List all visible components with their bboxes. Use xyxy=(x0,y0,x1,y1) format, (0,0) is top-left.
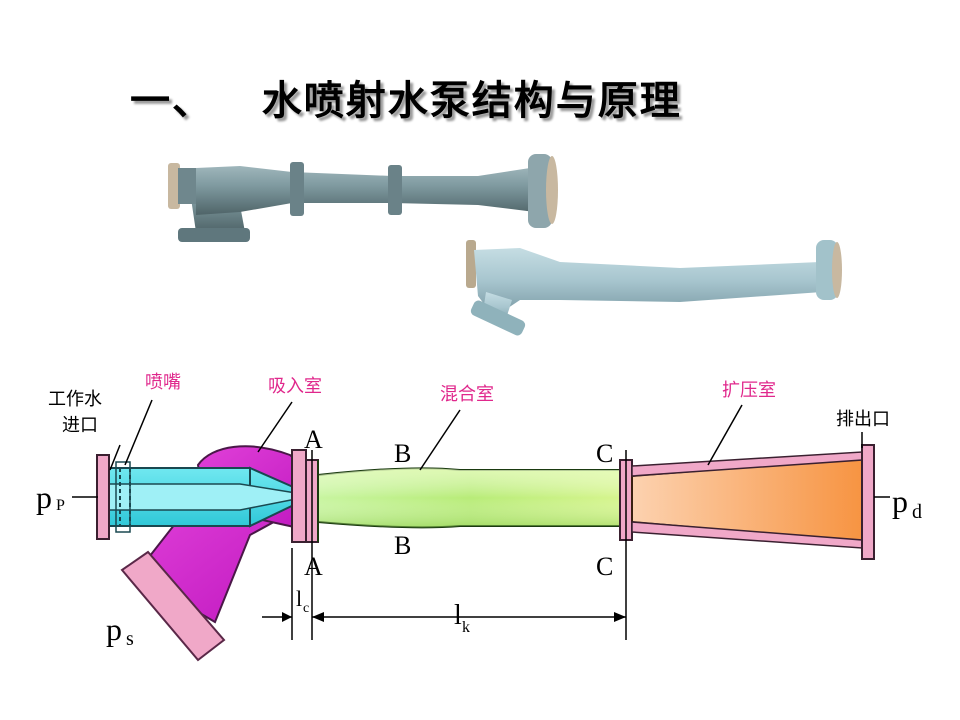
label-mixing-chamber: 混合室 xyxy=(440,384,494,405)
pump-photo-1 xyxy=(168,154,558,242)
section-c-bottom: C xyxy=(596,552,613,581)
section-c-top: C xyxy=(596,439,613,468)
label-nozzle: 喷嘴 xyxy=(145,372,181,393)
inlet-flange xyxy=(96,454,110,540)
label-working-water-line1: 工作水 xyxy=(48,389,102,410)
page-title: 一、 水喷射水泵结构与原理 xyxy=(130,78,682,124)
label-working-water-line2: 进口 xyxy=(62,415,98,436)
schematic xyxy=(72,399,890,662)
pressure-pd: p xyxy=(892,483,908,519)
label-suction-chamber: 吸入室 xyxy=(268,376,322,397)
length-lc: l xyxy=(296,586,302,611)
pressure-pp: p xyxy=(36,479,52,515)
suction-flange xyxy=(120,550,226,662)
pressure-pd-subscript: d xyxy=(912,501,922,523)
length-lk-subscript: k xyxy=(462,619,470,636)
section-b-top: B xyxy=(394,439,411,468)
section-a-bottom: A xyxy=(304,552,323,581)
pump-photo-2 xyxy=(466,240,842,336)
length-lc-subscript: c xyxy=(303,601,309,616)
outlet-flange xyxy=(861,444,875,560)
pressure-ps-subscript: s xyxy=(126,628,134,650)
pressure-ps: p xyxy=(106,611,122,647)
section-b-bottom: B xyxy=(394,531,411,560)
pressure-pp-subscript: P xyxy=(56,497,65,514)
section-a-top: A xyxy=(304,425,323,454)
length-lk: l xyxy=(454,600,462,631)
label-outlet: 排出口 xyxy=(836,409,890,430)
label-diffuser: 扩压室 xyxy=(722,380,776,401)
